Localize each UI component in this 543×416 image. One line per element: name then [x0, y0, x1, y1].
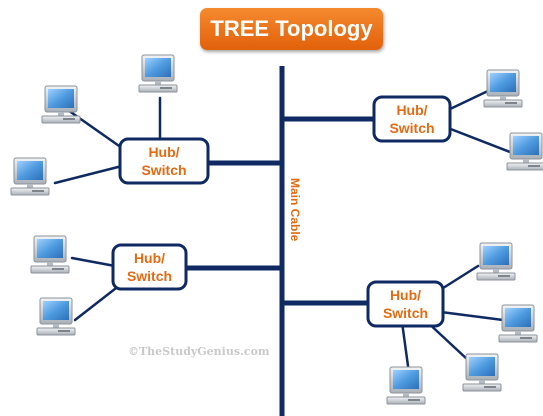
computer-icon	[498, 304, 538, 343]
computer-icon	[476, 242, 516, 281]
main-cable-label: Main Cable	[288, 178, 302, 242]
computer-icon	[41, 85, 81, 124]
computer-icon	[386, 366, 426, 405]
link-bottom-right-1	[438, 264, 480, 292]
device-links	[53, 88, 512, 368]
hub-label-line2: Switch	[141, 162, 186, 178]
link-top-left-3	[53, 164, 124, 185]
hub-label-line1: Hub/	[134, 250, 165, 266]
main-cable	[185, 66, 375, 416]
link-top-left-2	[63, 106, 124, 150]
hub-label-line2: Switch	[127, 268, 172, 284]
computers	[10, 54, 543, 405]
computer-icon	[10, 157, 50, 196]
computer-icon	[462, 353, 502, 392]
hub-top-left: Hub/ Switch	[118, 137, 210, 185]
link-bottom-right-4	[400, 320, 410, 368]
computer-icon	[483, 69, 523, 108]
link-bottom-left-1	[70, 256, 117, 268]
computer-icon	[506, 132, 543, 171]
computer-icon	[36, 297, 76, 336]
hub-label-line2: Switch	[389, 120, 434, 136]
link-top-right-1	[446, 88, 492, 112]
link-top-right-2	[446, 126, 512, 154]
hub-label-line1: Hub/	[148, 144, 179, 160]
hub-bottom-left: Hub/ Switch	[111, 243, 188, 291]
hub-label-line1: Hub/	[390, 287, 421, 303]
computer-icon	[138, 54, 178, 93]
watermark: ©TheStudyGenius.com	[128, 345, 270, 358]
computer-icon	[30, 235, 70, 274]
hub-label-line1: Hub/	[396, 102, 427, 118]
hub-label-line2: Switch	[383, 305, 428, 321]
hub-top-right: Hub/ Switch	[372, 95, 452, 143]
diagram-title: TREE Topology	[200, 8, 383, 50]
link-bottom-right-2	[439, 310, 505, 322]
link-bottom-left-2	[73, 283, 122, 322]
hub-bottom-right: Hub/ Switch	[366, 280, 445, 328]
